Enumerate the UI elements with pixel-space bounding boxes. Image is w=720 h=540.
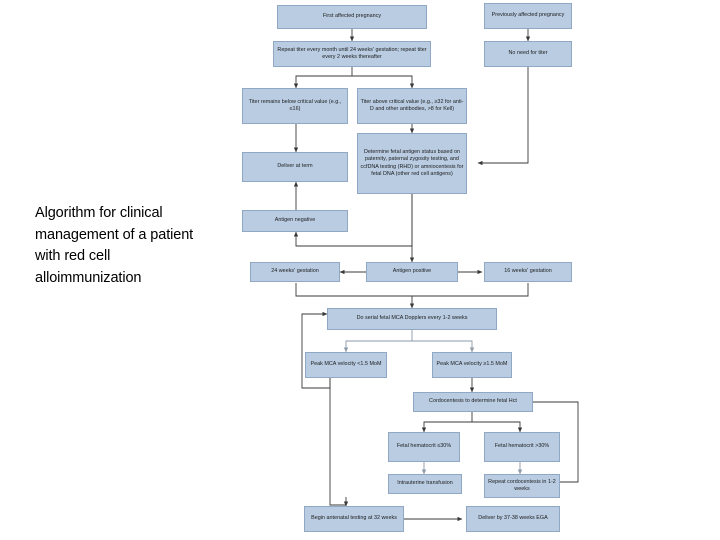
node-no-need-for-titer[interactable]: No need for titer [484,41,572,67]
node-antigen-negative[interactable]: Antigen negative [242,210,348,232]
edge-repeat-to-below [293,67,353,89]
node-begin-antenatal-testing[interactable]: Begin antenatal testing at 32 weeks [304,506,404,532]
edge-cordo-to-hcthigh [472,421,523,433]
node-determine-fetal-antigen-status[interactable]: Determine fetal antigen status based on … [357,133,467,194]
edge-repeatcordo-loop [499,399,579,483]
edge-mca-to-high [412,340,475,353]
node-previously-affected-pregnancy[interactable]: Previously affected pregnancy [484,3,572,29]
edge-16w-to-mca [412,283,529,297]
node-24-weeks-gestation[interactable]: 24 weeks' gestation [250,262,340,282]
edge-mcalow-to-antenatal-a [329,378,346,506]
node-first-affected-pregnancy[interactable]: First affected pregnancy [277,5,427,29]
node-intrauterine-transfusion[interactable]: Intrauterine transfusion [388,474,462,494]
node-deliver-at-term[interactable]: Deliver at term [242,152,348,182]
node-deliver-37-38-weeks[interactable]: Deliver by 37-38 weeks EGA [466,506,560,532]
node-serial-mca-dopplers[interactable]: Do serial fetal MCA Dopplers every 1-2 w… [327,308,497,330]
node-antigen-positive[interactable]: Antigen positive [366,262,458,282]
node-repeat-titer[interactable]: Repeat titer every month until 24 weeks'… [273,41,431,67]
node-fetal-hematocrit-low[interactable]: Fetal hematocrit ≤30% [388,432,460,462]
edge-24w-to-mca [295,283,415,309]
node-16-weeks-gestation[interactable]: 16 weeks' gestation [484,262,572,282]
node-fetal-hematocrit-high[interactable]: Fetal hematocrit >30% [484,432,560,462]
edge-repeat-to-above [352,75,415,89]
edge-mca-to-low [343,330,413,353]
edge-cordo-to-hctlow [421,412,473,433]
node-cordocentesis[interactable]: Cordocentesis to determine fetal Hct [413,392,533,412]
node-peak-mca-velocity-low[interactable]: Peak MCA velocity <1.5 MoM [305,352,387,378]
slide-caption: Algorithm for clinical management of a p… [35,205,194,286]
node-titer-below-critical[interactable]: Titer remains below critical value (e.g.… [242,88,348,124]
node-titer-above-critical[interactable]: Titer above critical value (e.g., ≥32 fo… [357,88,467,124]
edge-notiter-to-determine [477,67,529,166]
node-repeat-cordocentesis[interactable]: Repeat cordocentesis in 1-2 weeks [484,474,560,498]
node-peak-mca-velocity-high[interactable]: Peak MCA velocity ≥1.5 MoM [432,352,512,378]
